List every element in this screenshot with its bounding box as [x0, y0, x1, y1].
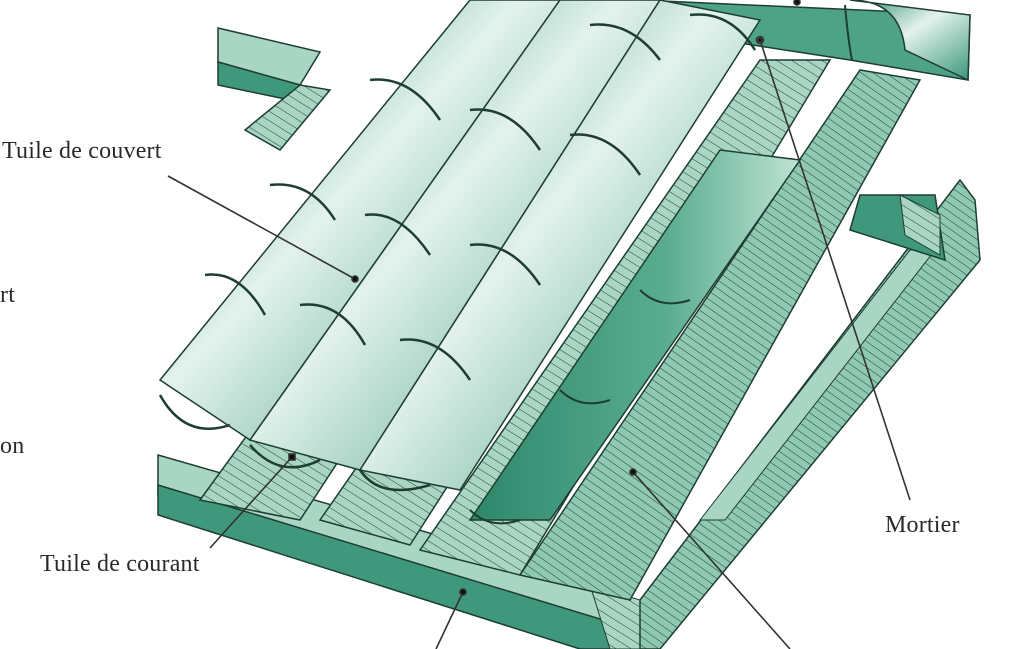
label-tuile-de-courant: Tuile de courant [40, 551, 200, 577]
cover-tiles [158, 0, 762, 492]
label-mortier: Mortier [885, 512, 960, 538]
label-cut-on: on [0, 433, 25, 459]
leader-lines [167, 0, 911, 649]
label-tuile-de-couvert: Tuile de couvert [2, 138, 162, 164]
rafters [639, 178, 981, 649]
label-cut-rt: rt [0, 282, 16, 308]
upper-batten [217, 27, 332, 151]
